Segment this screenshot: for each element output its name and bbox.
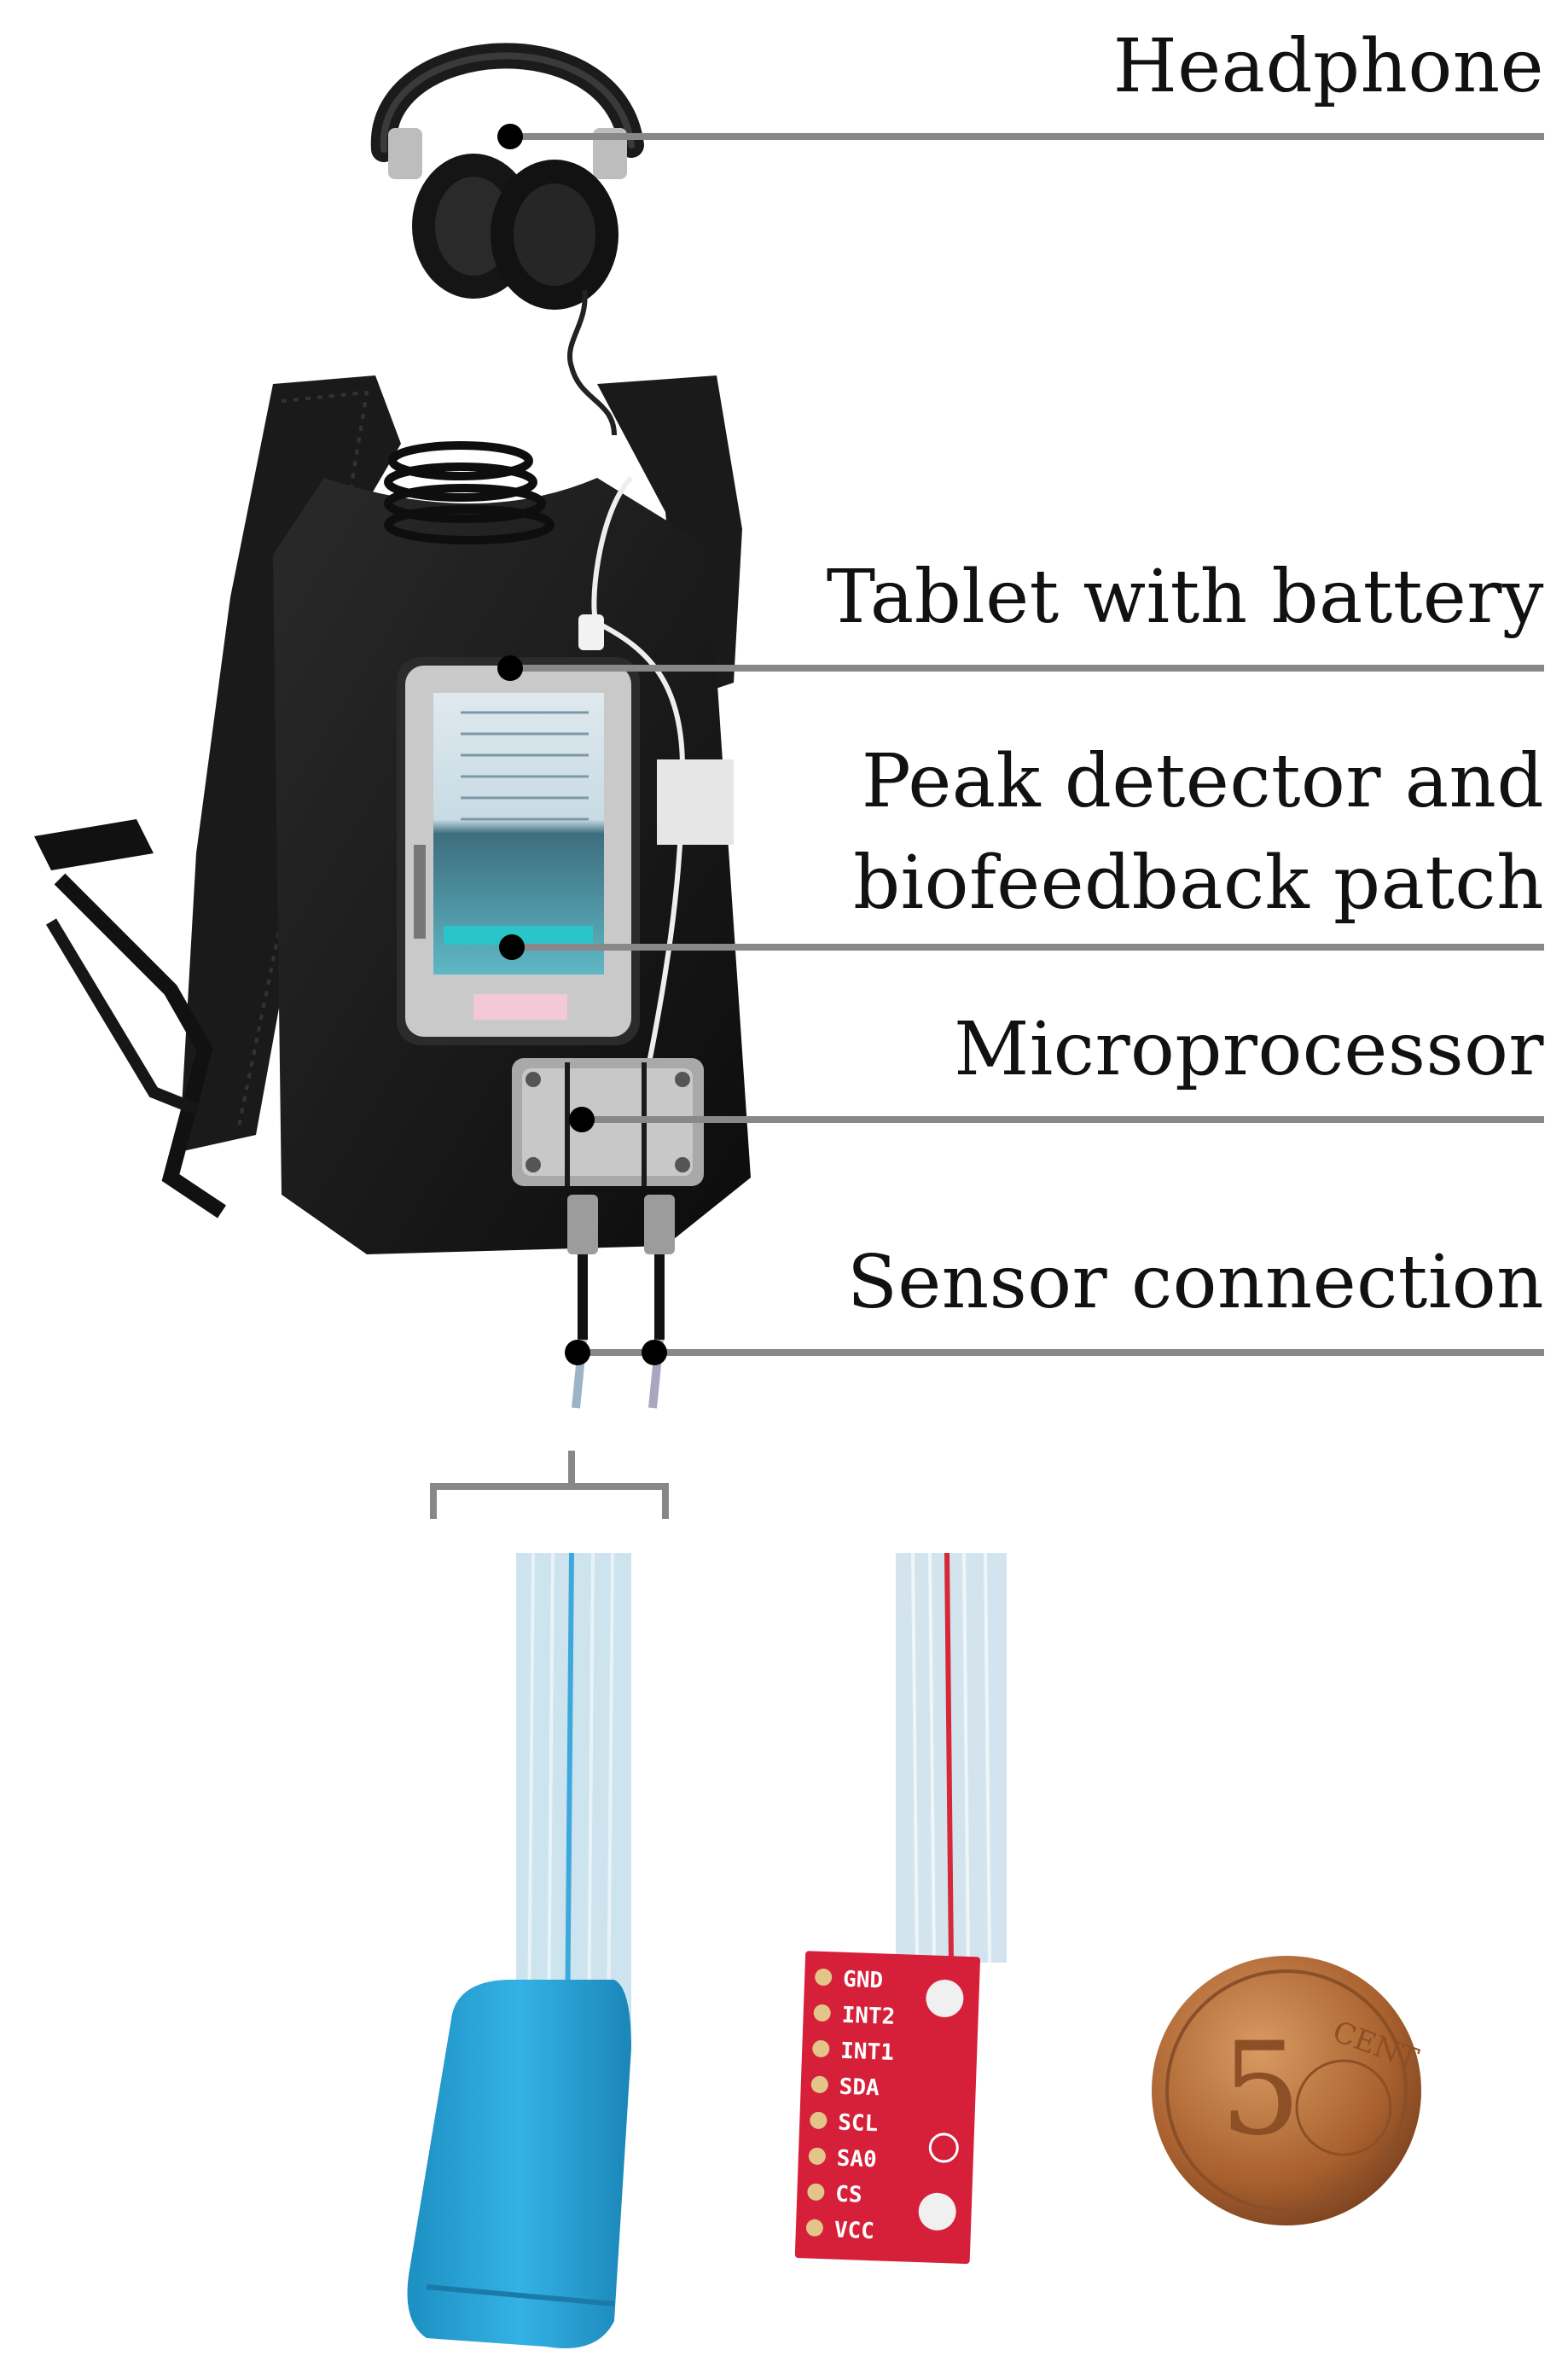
label-microprocessor: Microprocessor — [954, 1007, 1544, 1092]
coin-illustration: 5 CENT — [1152, 1956, 1423, 2225]
label-peak-detector-line1: Peak detector and — [861, 739, 1544, 824]
label-peak-detector-line2: biofeedback patch — [853, 841, 1544, 926]
coin-value: 5 — [1220, 2016, 1301, 2164]
pcb-pin-label: GND — [843, 1967, 884, 1994]
headphone-illustration — [370, 43, 644, 436]
bracket — [430, 1451, 669, 1519]
pcb-pin-label: CS — [835, 2182, 862, 2208]
label-tablet: Tablet with battery — [826, 555, 1544, 640]
label-sensor-connection: Sensor connection — [846, 1240, 1544, 1325]
leader-lines — [497, 124, 1544, 1365]
pcb-pin-label: VCC — [833, 2218, 874, 2245]
pcb-pin-label: SCL — [838, 2110, 879, 2138]
blue-sensor-illustration — [407, 1552, 631, 2348]
pcb-illustration: GND INT2 INT1 SDA SCL SA0 CS VCC — [794, 1552, 1007, 2265]
pcb-pin-label: SDA — [839, 2074, 880, 2102]
pcb-pin-label: SA0 — [836, 2146, 877, 2173]
pcb-pin-label: INT2 — [841, 2003, 896, 2030]
tablet-illustration — [397, 657, 640, 1045]
label-headphone: Headphone — [1112, 24, 1544, 109]
pcb-pin-label: INT1 — [840, 2039, 895, 2066]
